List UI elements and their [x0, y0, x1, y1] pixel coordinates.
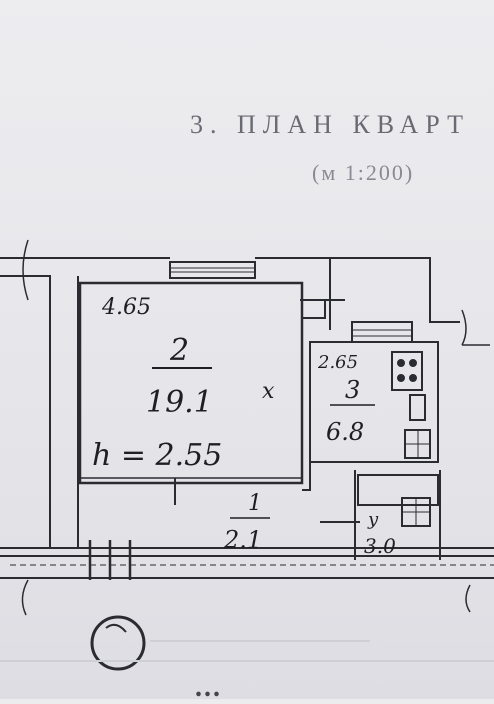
- room-1-number: 1: [248, 491, 262, 516]
- room-3-width: 2.65: [317, 352, 358, 373]
- closet-dimension: 3.0: [364, 534, 396, 558]
- room-3-area: 6.8: [326, 418, 364, 446]
- room-2-area: 19.1: [146, 385, 213, 420]
- room-1-area: 2.1: [223, 526, 262, 554]
- footer-text: ...: [195, 672, 222, 703]
- window-mark: x: [262, 379, 275, 404]
- closet-mark: y: [367, 509, 379, 530]
- room-2-number: 2: [169, 333, 189, 368]
- faded-line: [150, 640, 370, 642]
- plan-heading: 3. ПЛАН КВАРТ: [190, 110, 470, 139]
- room-3-number: 3: [345, 376, 360, 404]
- walls: [0, 239, 494, 616]
- room-2-width: 4.65: [101, 295, 151, 320]
- faded-line: [0, 660, 494, 662]
- stamp-icon: [90, 615, 146, 671]
- scale-label: (м 1:200): [312, 160, 415, 185]
- room-2-ceiling: h = 2.55: [92, 438, 222, 473]
